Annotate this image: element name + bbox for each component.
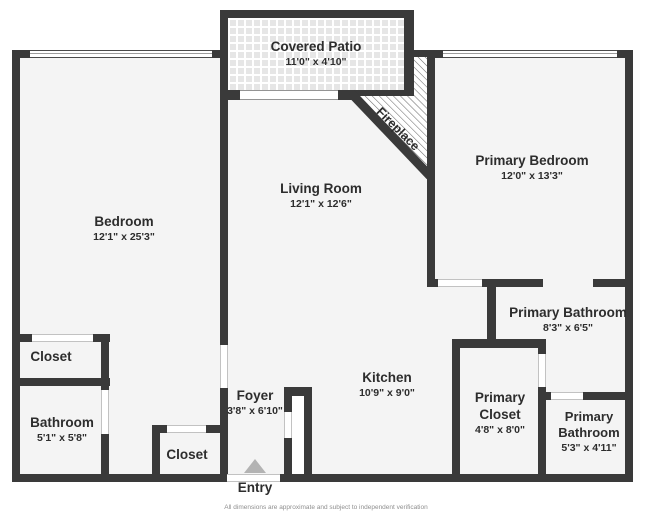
wall-closet2-left [152, 425, 160, 474]
wall-foyer-chase-top [284, 387, 312, 396]
patio-wall-top [220, 10, 412, 18]
room-dims: 11'0" x 4'10" [285, 56, 347, 68]
patio-tile-floor [228, 18, 404, 92]
wall-closet-bottom [12, 378, 110, 386]
room-dims: 12'1" x 25'3" [93, 231, 155, 243]
room-label-primary-bathroom-lower: Primary Bathroom 5'3" x 4'11" [549, 409, 629, 455]
room-label-entry: Entry [238, 480, 273, 496]
wall-primary-closet-right-b [538, 387, 546, 474]
wall-bottom-b [280, 474, 633, 482]
closet-door-opening [32, 334, 93, 342]
wall-primary-bathroom2-top-b [583, 392, 633, 400]
wall-primary-bedroom-bottom-c [593, 279, 633, 287]
room-name: Kitchen [362, 370, 412, 385]
room-label-bathroom: Bathroom 5'1" x 5'8" [30, 415, 94, 445]
foyer-chase-interior [292, 396, 304, 474]
room-dims: 12'0" x 13'3" [501, 170, 563, 182]
room-label-primary-bathroom-upper: Primary Bathroom 8'3" x 6'5" [509, 305, 627, 335]
room-name: Closet [166, 447, 208, 462]
room-label-primary-bedroom: Primary Bedroom 12'0" x 13'3" [475, 153, 588, 183]
room-label-foyer: Foyer 3'8" x 6'10" [227, 388, 283, 418]
room-name: Primary Bathroom [509, 305, 627, 320]
primary-bathroom2-door-opening [551, 392, 583, 400]
room-name: Covered Patio [270, 39, 362, 54]
room-label-closet-bottom: Closet [166, 447, 207, 463]
wall-primary-bedroom-bottom-a [427, 279, 438, 287]
wall-closet2-top-b [206, 425, 228, 433]
patio-wall-bottom-b [338, 90, 414, 100]
room-label-primary-closet: Primary Closet 4'8" x 8'0" [464, 389, 536, 437]
wall-bottom-a [12, 474, 227, 482]
wall-primary-closet-top [452, 339, 546, 348]
wall-primary-closet-right-a [538, 348, 546, 354]
room-dims: 5'1" x 5'8" [37, 432, 87, 444]
fireplace-connector-wall [404, 50, 435, 57]
room-name: Primary Closet [474, 390, 526, 422]
wall-primary-bathroom2-top-a [546, 392, 551, 400]
room-dims: 8'3" x 6'5" [543, 322, 593, 334]
wall-foyer-chase-right [304, 396, 312, 474]
room-name: Living Room [280, 181, 362, 196]
wall-closet-top-a [12, 334, 32, 342]
window-bedroom [30, 50, 212, 58]
patio-wall-left [220, 10, 228, 100]
room-name: Closet [30, 349, 72, 364]
foyer-chase-door-opening [284, 412, 292, 438]
primary-closet-door-opening [538, 354, 546, 387]
fireplace-hatch-area [354, 57, 427, 170]
fireplace-hatch: Fireplace [347, 57, 434, 180]
disclaimer-text: All dimensions are approximate and subje… [224, 504, 428, 511]
room-label-kitchen: Kitchen 10'9" x 9'0" [359, 370, 415, 400]
fireplace-diagonal-wall [347, 89, 434, 180]
room-name: Entry [237, 480, 273, 495]
room-label-bedroom: Bedroom 12'1" x 25'3" [93, 214, 155, 244]
bedroom-door-opening [220, 345, 228, 388]
entry-door-opening [227, 474, 280, 482]
wall-left-outer [12, 50, 20, 482]
wall-foyer-chase-left-b [284, 438, 292, 474]
window-primary-bedroom [443, 50, 617, 58]
wall-right-outer [625, 50, 633, 482]
room-dims: 10'9" x 9'0" [359, 387, 415, 399]
room-dims: 5'3" x 4'11" [561, 442, 617, 454]
room-dims: 4'8" x 8'0" [475, 424, 525, 436]
room-label-covered-patio: Covered Patio 11'0" x 4'10" [271, 39, 362, 69]
wall-closet-right [101, 334, 109, 386]
room-name: Foyer [236, 388, 274, 403]
patio-wall-bottom-a [220, 90, 240, 100]
closet2-door-opening [167, 425, 206, 433]
entry-arrow-icon [244, 459, 266, 473]
room-name: Bedroom [94, 214, 154, 229]
bathroom-door-opening [101, 390, 109, 434]
primary-bedroom-door-opening [438, 279, 482, 287]
wall-closet2-top-a [152, 425, 167, 433]
wall-primary-closet-left [452, 348, 460, 474]
wall-bathroom-right-b [101, 434, 109, 474]
wall-bathroom-right-a [101, 386, 109, 390]
interior-floor [20, 58, 625, 474]
room-name: Primary Bedroom [475, 153, 589, 168]
room-name: Primary Bathroom [558, 409, 620, 440]
wall-primary-bedroom-bottom-b [482, 279, 543, 287]
room-label-living-room: Living Room 12'1" x 12'6" [280, 181, 362, 211]
patio-sliding-door-opening [240, 90, 338, 100]
wall-bedroom-living-a [220, 100, 228, 345]
room-label-closet-left: Closet [30, 349, 71, 365]
wall-foyer-chase-left-a [284, 396, 292, 412]
room-dims: 12'1" x 12'6" [290, 198, 352, 210]
wall-kitchen-bathroom [487, 287, 496, 348]
room-dims: 3'8" x 6'10" [227, 405, 283, 417]
room-name: Bathroom [30, 415, 94, 430]
